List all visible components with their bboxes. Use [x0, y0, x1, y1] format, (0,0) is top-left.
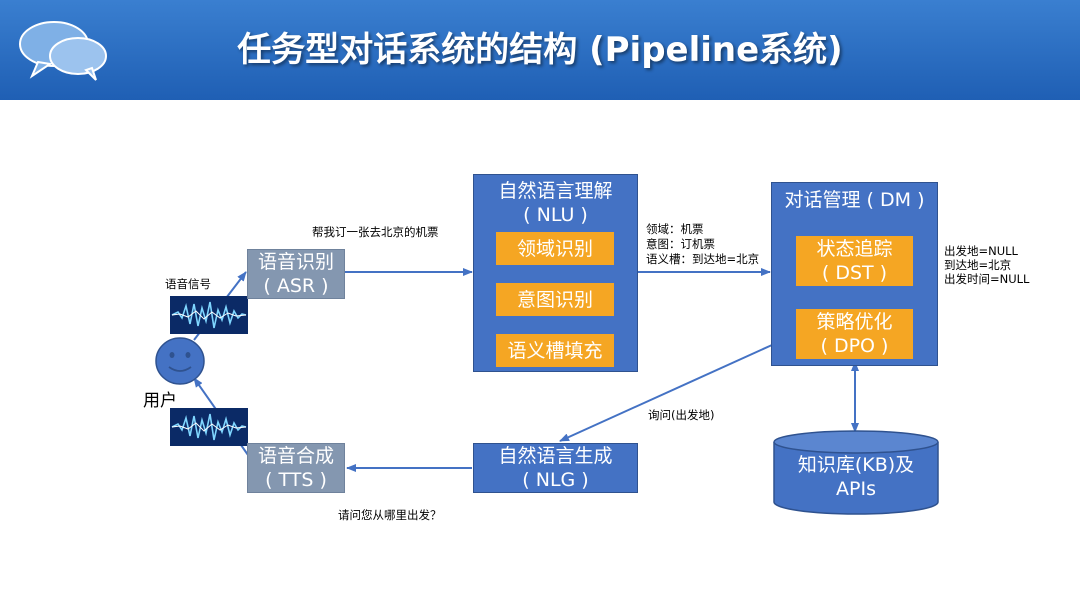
- dm-state-labels: 出发地=NULL 到达地=北京 出发时间=NULL: [944, 244, 1029, 286]
- speech-signal-label: 语音信号: [165, 277, 211, 291]
- asr-abbr: ( ASR ): [263, 275, 329, 297]
- page-title: 任务型对话系统的结构 (Pipeline系统): [237, 30, 843, 70]
- dm-state-time: 出发时间=NULL: [944, 272, 1030, 286]
- waveform-top-icon: [170, 296, 248, 334]
- tts-title: 语音合成: [257, 445, 334, 467]
- dpo-title: 策略优化: [816, 311, 893, 333]
- nlu-title: 自然语言理解: [498, 180, 613, 202]
- kb-apis: APIs: [836, 478, 876, 500]
- tts-box: 语音合成 ( TTS ): [247, 443, 345, 493]
- dst-abbr: ( DST ): [821, 262, 888, 284]
- nlu-step-slot-filling: 语义槽填充: [496, 334, 614, 367]
- asr-box: 语音识别 ( ASR ): [247, 249, 345, 299]
- dst-title: 状态追踪: [816, 238, 893, 260]
- nlu-output-domain: 领域：机票: [646, 222, 704, 236]
- knowledge-base-cylinder-icon: [773, 430, 939, 515]
- dm-action-label: 询问(出发地): [648, 408, 715, 422]
- nlu-abbr: ( NLU ): [523, 204, 588, 226]
- dm-state-destination: 到达地=北京: [944, 258, 1012, 272]
- dst-box: 状态追踪 ( DST ): [796, 236, 913, 286]
- dpo-box: 策略优化 ( DPO ): [796, 309, 913, 359]
- user-utterance-label: 帮我订一张去北京的机票: [312, 225, 439, 239]
- asr-title: 语音识别: [257, 251, 334, 273]
- nlg-abbr: ( NLG ): [522, 469, 589, 491]
- title-bar: [0, 0, 1080, 100]
- dm-to-nlg-arrow: [559, 344, 773, 442]
- nlu-step-intent: 意图识别: [496, 283, 614, 316]
- dpo-abbr: ( DPO ): [820, 335, 889, 357]
- tts-abbr: ( TTS ): [265, 469, 327, 491]
- kb-label: 知识库(KB)及 APIs: [773, 448, 939, 506]
- nlu-step-domain: 领域识别: [496, 232, 614, 265]
- nlg-box: 自然语言生成 ( NLG ): [473, 443, 638, 493]
- nlu-output-intent: 意图：订机票: [646, 237, 715, 251]
- waveform-bottom-icon: [170, 408, 248, 446]
- dm-title: 对话管理 ( DM ): [784, 189, 925, 211]
- nlg-title: 自然语言生成: [498, 445, 613, 467]
- system-reply-label: 请问您从哪里出发？: [338, 508, 442, 522]
- dm-state-origin: 出发地=NULL: [944, 244, 1018, 258]
- user-smiley-icon: [155, 337, 205, 385]
- user-label: 用户: [143, 391, 177, 411]
- nlu-output-labels: 领域：机票 意图：订机票 语义槽：到达地=北京: [646, 222, 759, 267]
- chat-bubbles-logo-icon: [19, 21, 107, 81]
- kb-title: 知识库(KB)及: [797, 454, 915, 476]
- nlu-output-slot: 语义槽：到达地=北京: [646, 252, 760, 266]
